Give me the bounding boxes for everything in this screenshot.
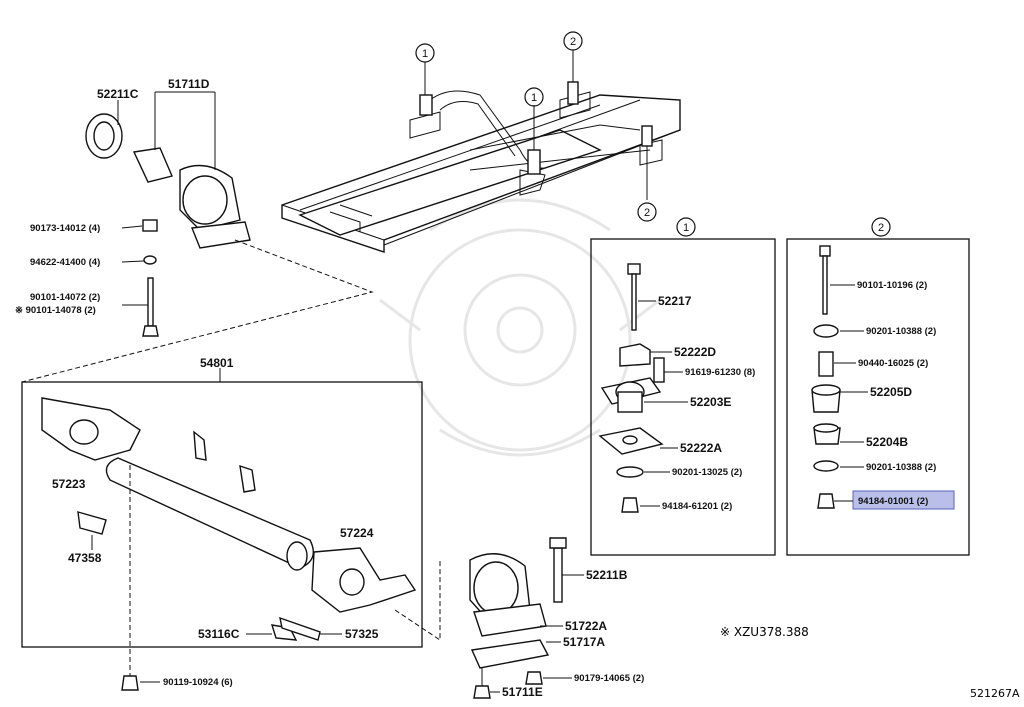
detail-box-1-parts xyxy=(598,263,665,513)
detail-box-1 xyxy=(590,238,776,556)
svg-text:2: 2 xyxy=(644,207,650,219)
label-91619-61230: 91619-61230 (8) xyxy=(685,367,755,378)
label-52205D: 52205D xyxy=(870,385,912,399)
label-90101-14072: 90101-14072 (2) xyxy=(30,292,100,303)
label-57224: 57224 xyxy=(340,526,374,540)
detail-box-2-parts xyxy=(811,245,841,509)
svg-text:1: 1 xyxy=(531,92,537,104)
highlighted-part-box xyxy=(852,490,955,510)
label-57223: 57223 xyxy=(52,477,86,491)
label-52222D: 52222D xyxy=(674,345,716,359)
label-94184-01001[interactable]: 94184-01001 (2) xyxy=(858,496,928,507)
label-90201-13025: 90201-13025 (2) xyxy=(672,467,742,478)
vehicle-frame-illustration xyxy=(281,50,681,253)
callout-1-box-header: 1 xyxy=(676,217,696,237)
label-94622-41400: 94622-41400 (4) xyxy=(30,257,100,268)
label-90101-14078: ※ 90101-14078 (2) xyxy=(15,305,96,316)
label-52217: 52217 xyxy=(658,294,692,308)
label-52211B: 52211B xyxy=(586,568,628,582)
label-47358: 47358 xyxy=(68,551,102,565)
label-51717A: 51717A xyxy=(563,635,605,649)
label-90440-16025: 90440-16025 (2) xyxy=(858,358,928,369)
svg-text:2: 2 xyxy=(878,222,884,234)
callout-2-top: 2 xyxy=(563,31,583,51)
label-90201-10388-lower: 90201-10388 (2) xyxy=(866,462,936,473)
bolt-90119 xyxy=(121,675,139,691)
figure-id: 521267A xyxy=(970,687,1020,700)
label-52222A: 52222A xyxy=(680,441,722,455)
label-90201-10388-upper: 90201-10388 (2) xyxy=(866,326,936,337)
label-52203E: 52203E xyxy=(690,395,731,409)
label-57325: 57325 xyxy=(345,627,379,641)
svg-text:2: 2 xyxy=(570,36,576,48)
detail-box-2 xyxy=(786,238,970,556)
label-94184-61201: 94184-61201 (2) xyxy=(662,501,732,512)
label-90101-10196: 90101-10196 (2) xyxy=(857,280,927,291)
label-51722A: 51722A xyxy=(565,619,607,633)
label-51711D: 51711D xyxy=(168,77,210,91)
label-53116C: 53116C xyxy=(198,627,240,641)
footnote-applicability: ※ XZU378.388 xyxy=(720,625,809,639)
callout-2-bottom: 2 xyxy=(637,202,657,222)
crossmember-assembly-54801 xyxy=(21,368,441,676)
callout-1-top: 1 xyxy=(415,43,435,63)
label-52204B: 52204B xyxy=(866,435,908,449)
callout-1-mid: 1 xyxy=(524,87,544,107)
label-90179-14065: 90179-14065 (2) xyxy=(574,673,644,684)
label-90119-10924: 90119-10924 (6) xyxy=(163,677,233,688)
svg-text:1: 1 xyxy=(422,48,428,60)
svg-text:1: 1 xyxy=(683,222,689,234)
label-90173-14012: 90173-14012 (4) xyxy=(30,223,100,234)
label-54801: 54801 xyxy=(200,356,234,370)
watermark-emblem xyxy=(379,198,661,457)
label-52211C: 52211C xyxy=(97,87,139,101)
label-51711E: 51711E xyxy=(502,685,543,699)
engine-mount-lower-group xyxy=(469,537,567,699)
callout-2-box-header: 2 xyxy=(871,217,891,237)
engine-mount-upper-group xyxy=(21,91,374,383)
